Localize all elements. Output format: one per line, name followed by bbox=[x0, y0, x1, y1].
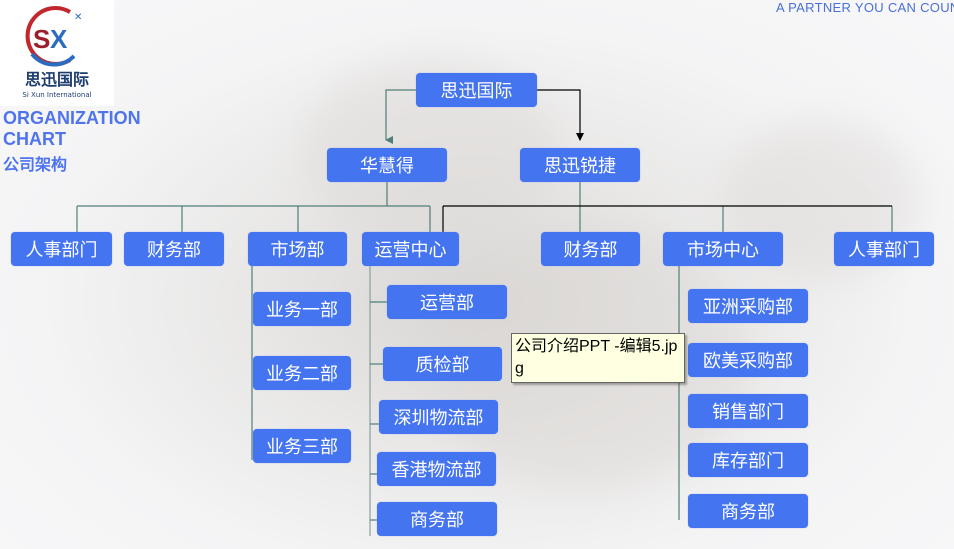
node-business-1[interactable]: 业务一部 bbox=[253, 292, 351, 326]
node-qc[interactable]: 质检部 bbox=[383, 347, 502, 381]
node-market[interactable]: 市场部 bbox=[248, 232, 347, 266]
node-sixun-ruijie[interactable]: 思迅锐捷 bbox=[520, 148, 640, 182]
title-line2: CHART bbox=[3, 129, 66, 149]
node-ruijie-hr[interactable]: 人事部门 bbox=[834, 232, 934, 266]
title-cn: 公司架构 bbox=[3, 157, 68, 174]
node-sales[interactable]: 销售部门 bbox=[688, 394, 808, 428]
svg-text:X: X bbox=[50, 24, 68, 54]
node-mc-commerce[interactable]: 商务部 bbox=[688, 494, 808, 528]
company-logo: S X ✕ 思迅国际 Si Xun International bbox=[0, 0, 114, 106]
node-sz-logistics[interactable]: 深圳物流部 bbox=[379, 400, 498, 434]
node-ops-center[interactable]: 运营中心 bbox=[362, 232, 459, 266]
node-root[interactable]: 思迅国际 bbox=[416, 73, 537, 107]
node-business-2[interactable]: 业务二部 bbox=[253, 356, 351, 390]
node-inventory[interactable]: 库存部门 bbox=[688, 443, 808, 477]
node-huahuide[interactable]: 华慧得 bbox=[327, 148, 447, 182]
svg-text:S: S bbox=[33, 24, 50, 54]
node-ops-commerce[interactable]: 商务部 bbox=[377, 502, 497, 536]
node-ruijie-finance[interactable]: 财务部 bbox=[541, 232, 640, 266]
filename-tooltip: 公司介绍PPT -编辑5.jpg bbox=[511, 333, 685, 383]
tagline: A PARTNER YOU CAN COUN bbox=[776, 0, 954, 15]
logo-text-cn: 思迅国际 bbox=[24, 70, 89, 89]
node-market-center[interactable]: 市场中心 bbox=[663, 232, 783, 266]
node-business-3[interactable]: 业务三部 bbox=[253, 429, 351, 463]
sx-logo-icon: S X ✕ bbox=[25, 6, 82, 67]
node-asia-purchasing[interactable]: 亚洲采购部 bbox=[688, 289, 808, 323]
node-hk-logistics[interactable]: 香港物流部 bbox=[377, 452, 496, 486]
node-operations[interactable]: 运营部 bbox=[387, 285, 507, 319]
node-hr[interactable]: 人事部门 bbox=[11, 232, 112, 266]
logo-text-en: Si Xun International bbox=[22, 91, 92, 99]
title-line1: ORGANIZATION bbox=[3, 108, 141, 128]
node-eu-us-purchasing[interactable]: 欧美采购部 bbox=[688, 343, 808, 377]
node-finance[interactable]: 财务部 bbox=[124, 232, 224, 266]
svg-text:✕: ✕ bbox=[74, 12, 82, 23]
